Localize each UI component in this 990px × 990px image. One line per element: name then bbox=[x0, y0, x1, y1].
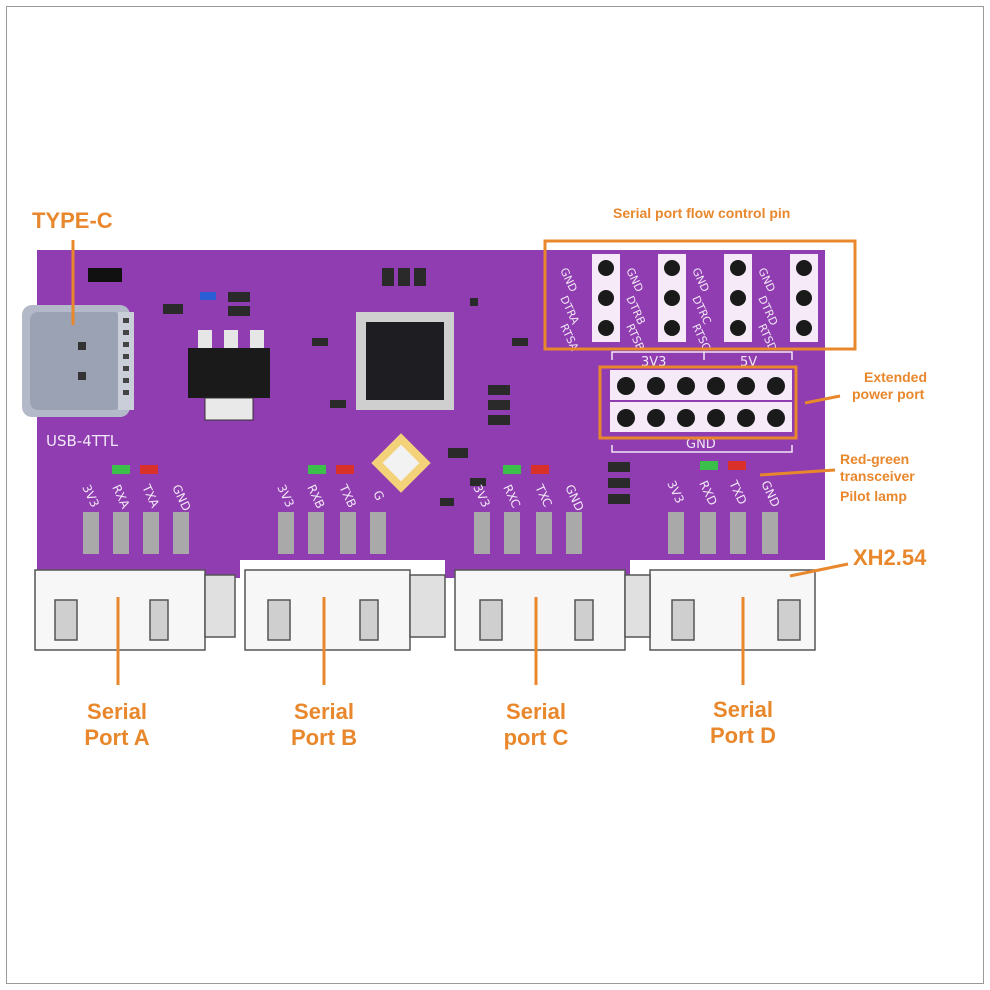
smd-components bbox=[88, 268, 630, 506]
type-c-label: TYPE-C bbox=[32, 208, 113, 233]
port-a-line1: Serial bbox=[87, 699, 147, 724]
ext-power-label-1: Extended bbox=[864, 369, 927, 385]
crystal-oscillator bbox=[371, 433, 431, 493]
port-d-line1: Serial bbox=[713, 697, 773, 722]
callout-labels: TYPE-C Serial port flow control pin Exte… bbox=[32, 205, 927, 750]
image-frame bbox=[6, 6, 984, 984]
xh-label: XH2.54 bbox=[853, 545, 927, 570]
pilot-label-1: Red-green bbox=[840, 451, 909, 467]
port-c-line1: Serial bbox=[506, 699, 566, 724]
mcu-chip bbox=[356, 312, 454, 410]
pilot-label-3: Pilot lamp bbox=[840, 488, 907, 504]
board-name-silkscreen: USB-4TTL bbox=[46, 432, 119, 450]
port-d-line2: Port D bbox=[710, 723, 776, 748]
port-c-line2: port C bbox=[504, 725, 569, 750]
flow-control-label: Serial port flow control pin bbox=[613, 205, 790, 221]
callout-lines bbox=[71, 239, 857, 685]
flow-control-pins bbox=[592, 254, 818, 342]
xh-connectors bbox=[34, 512, 816, 651]
power-header bbox=[610, 351, 793, 453]
silk-gnd-header: GND bbox=[686, 437, 716, 452]
port-a-line2: Port A bbox=[84, 725, 149, 750]
usb-c-connector bbox=[22, 305, 134, 417]
port-b-line1: Serial bbox=[294, 699, 354, 724]
port-leds bbox=[112, 461, 746, 474]
port-b-line2: Port B bbox=[291, 725, 357, 750]
voltage-regulator bbox=[188, 330, 270, 421]
pilot-label-2: transceiver bbox=[840, 468, 915, 484]
ext-power-label-2: power port bbox=[852, 386, 925, 402]
